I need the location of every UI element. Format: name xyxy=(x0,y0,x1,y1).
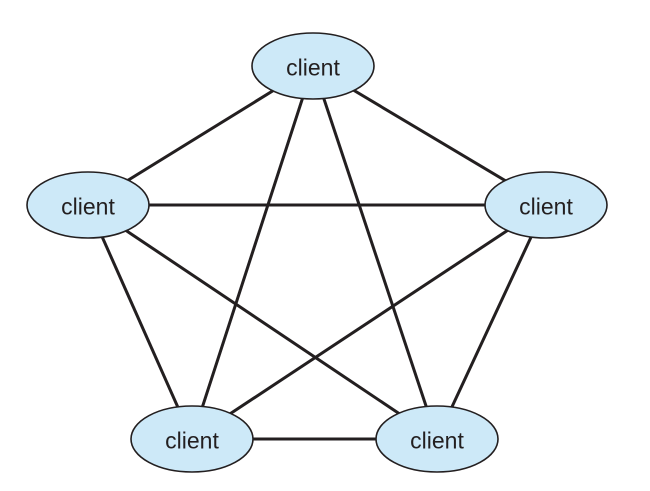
client-bottom-left: client xyxy=(130,405,254,473)
node-ellipse xyxy=(26,171,150,239)
client-left: client xyxy=(26,171,150,239)
client-top: client xyxy=(251,32,375,100)
edges-layer xyxy=(86,64,548,441)
node-ellipse xyxy=(251,32,375,100)
client-bottom-right: client xyxy=(375,405,499,473)
network-edge-client-right--client-bottom-right xyxy=(435,204,548,440)
node-label: client xyxy=(61,193,115,219)
node-label: client xyxy=(165,427,219,453)
node-label: client xyxy=(286,54,340,80)
client-right: client xyxy=(484,171,608,239)
node-ellipse xyxy=(375,405,499,473)
node-ellipse xyxy=(130,405,254,473)
network-edge-client-right--client-bottom-left xyxy=(191,203,547,441)
node-label: client xyxy=(410,427,464,453)
nodes-layer: client client client client client xyxy=(26,32,608,473)
node-ellipse xyxy=(484,171,608,239)
network-edge-client-left--client-bottom-left xyxy=(86,204,194,440)
network-edge-client-left--client-bottom-right xyxy=(87,203,438,441)
network-edge-client-top--client-bottom-right xyxy=(311,65,439,440)
node-label: client xyxy=(519,193,573,219)
network-edge-client-top--client-bottom-left xyxy=(190,65,315,440)
